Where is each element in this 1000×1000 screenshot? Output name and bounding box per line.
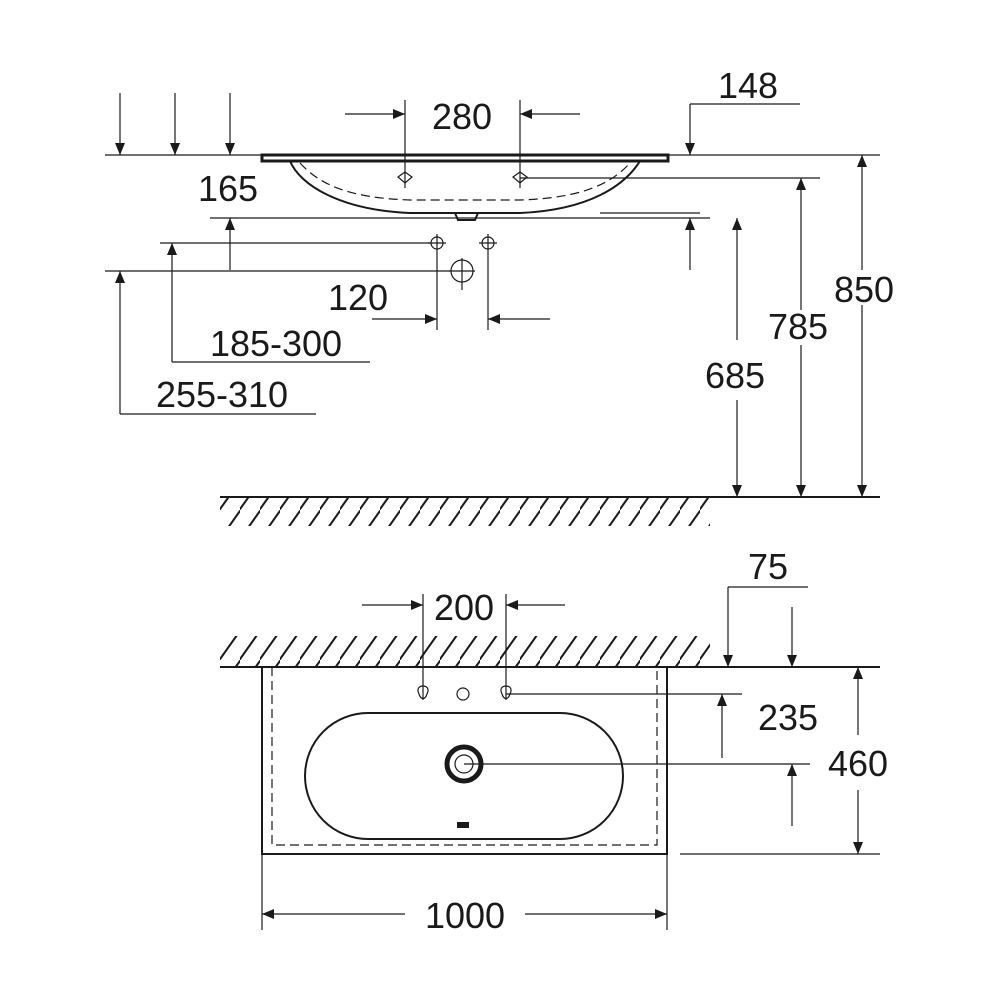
dim-supply-height: 255-310 bbox=[156, 374, 288, 415]
dim-tap-spacing-side: 280 bbox=[432, 96, 492, 137]
tap-hole-center-icon bbox=[456, 687, 470, 701]
dim-waste-spacing: 120 bbox=[328, 277, 388, 318]
dim-rim-overhang: 148 bbox=[718, 65, 778, 106]
dim-depth: 460 bbox=[828, 743, 888, 784]
dim-tap-spacing-plan: 200 bbox=[434, 587, 494, 628]
basin-plan-outline bbox=[261, 667, 668, 855]
waste-valve-right-icon bbox=[479, 234, 497, 330]
overflow-icon bbox=[457, 822, 469, 828]
tap-hole-left-icon bbox=[397, 160, 413, 188]
basin-inner-outline bbox=[299, 162, 631, 201]
basin-rim bbox=[260, 153, 670, 163]
tap-hole-right-plan-icon bbox=[500, 594, 512, 700]
dim-total-height: 850 bbox=[834, 269, 894, 310]
dim-trap-height: 185-300 bbox=[210, 323, 342, 364]
basin-plan-inner-outline bbox=[271, 667, 658, 846]
waste-outlet bbox=[454, 212, 479, 221]
basin-outline bbox=[289, 160, 641, 214]
tap-hole-right-icon bbox=[512, 160, 528, 188]
trap-outlet-icon bbox=[449, 258, 475, 290]
plan-view: 200 75 235 460 1000 bbox=[220, 546, 888, 936]
tap-hole-left-plan-icon bbox=[417, 594, 429, 700]
dim-wall-offset: 75 bbox=[748, 546, 788, 587]
floor-hatch bbox=[220, 498, 710, 526]
side-view: 280 148 165 bbox=[105, 65, 894, 526]
dim-rim-height: 785 bbox=[768, 306, 828, 347]
dim-basin-depth: 165 bbox=[198, 168, 258, 209]
dim-width: 1000 bbox=[425, 895, 505, 936]
bowl-outline bbox=[304, 712, 624, 840]
wall-hatch bbox=[220, 636, 710, 666]
dim-waste-offset: 235 bbox=[758, 697, 818, 738]
waste-valve-left-icon bbox=[428, 234, 446, 330]
dim-bottom-height: 685 bbox=[705, 355, 765, 396]
